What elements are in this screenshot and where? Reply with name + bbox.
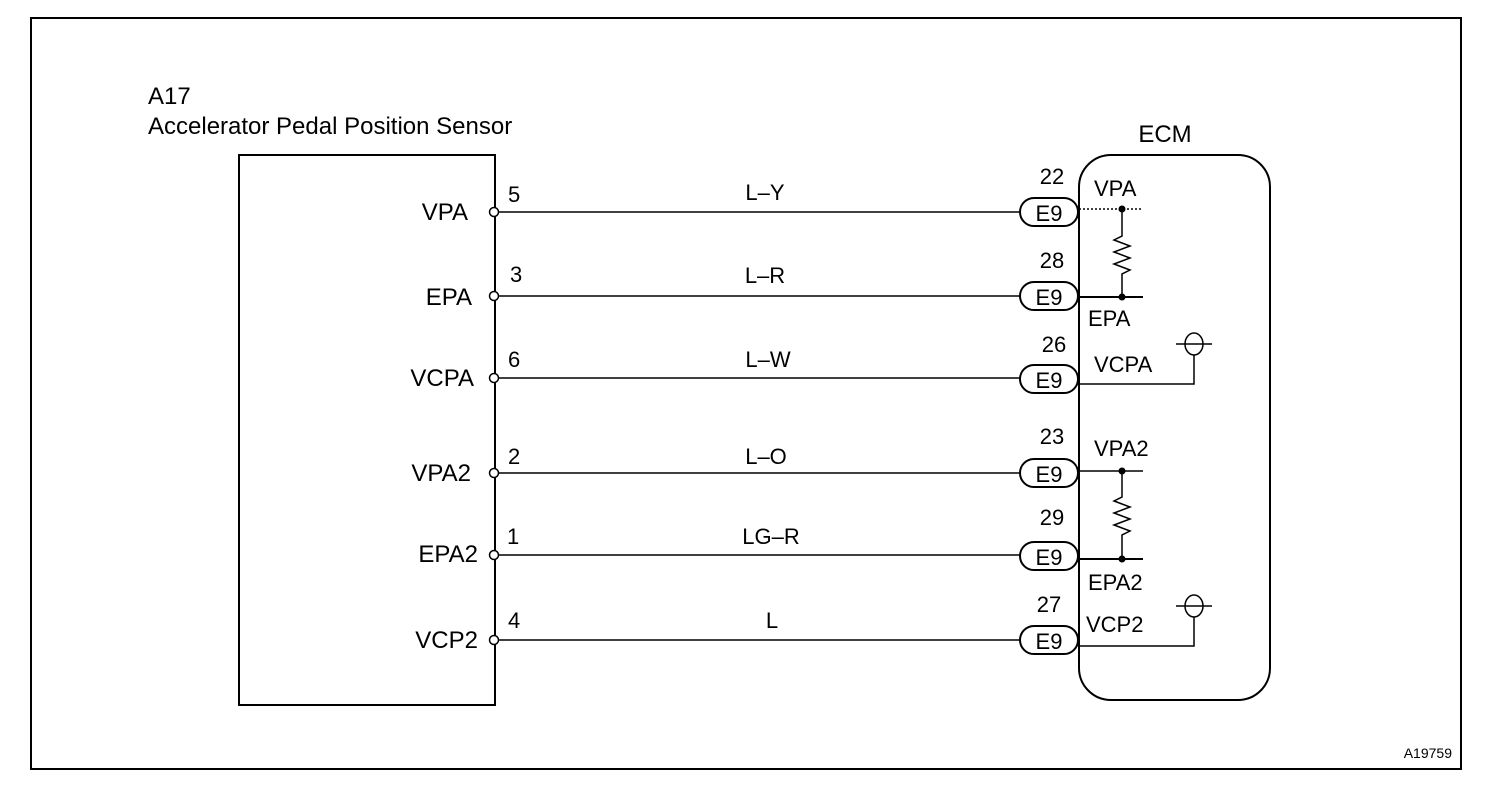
ecm-line: [1079, 352, 1195, 385]
terminal-icon: [488, 372, 500, 384]
ecm-vpa2-epa2-circuit: VPA2 EPA2: [1079, 436, 1149, 595]
wire-color: L–Y: [745, 180, 784, 205]
sensor-term-vpa: VPA: [422, 199, 468, 226]
sensor-term-vpa2: VPA2: [411, 460, 471, 487]
pin-number: 2: [508, 444, 520, 469]
wire-vpa: VPA 5 L–Y 22 E9: [422, 164, 1079, 227]
resistor-icon: [1111, 471, 1133, 559]
connector-icon: [1019, 364, 1079, 394]
connector-label: E9: [1036, 368, 1063, 393]
connector-label: E9: [1036, 201, 1063, 226]
terminal-icon: [488, 290, 500, 302]
connector-label: E9: [1036, 545, 1063, 570]
junction-dot: [1118, 293, 1126, 301]
connector-icon: [1019, 458, 1079, 488]
figure-id: A19759: [1404, 745, 1452, 761]
wire-epa2: EPA2 1 LG–R 29 E9: [418, 505, 1079, 571]
ecm-pin-number: 27: [1037, 592, 1061, 617]
ecm-box: [1078, 154, 1271, 701]
sensor-term-epa2: EPA2: [418, 541, 478, 568]
ecm-label: ECM: [1138, 121, 1191, 148]
wire-color: L–W: [745, 347, 790, 372]
connector-label: E9: [1036, 285, 1063, 310]
pin-number: 4: [508, 608, 520, 633]
ecm-term-epa2: EPA2: [1088, 570, 1143, 595]
connector-label: E9: [1036, 462, 1063, 487]
ecm-pin-number: 29: [1040, 505, 1064, 530]
terminal-icon: [488, 467, 500, 479]
ecm-term-vcp2: VCP2: [1086, 612, 1143, 637]
ecm-pin-number: 23: [1040, 424, 1064, 449]
sensor-box: [238, 154, 496, 706]
terminal-icon: [488, 634, 500, 646]
wire-color: L: [766, 608, 778, 633]
wire-vcp2: VCP2 4 L 27 E9: [415, 592, 1079, 655]
sensor-code: A17: [148, 83, 191, 110]
wire-color: L–R: [745, 263, 785, 288]
terminal-icon: [488, 549, 500, 561]
resistor-icon: [1111, 209, 1133, 297]
ecm-pin-number: 28: [1040, 248, 1064, 273]
wire-color: L–O: [745, 444, 787, 469]
connector-label: E9: [1036, 629, 1063, 654]
ecm-pin-number: 22: [1040, 164, 1064, 189]
sensor-term-epa: EPA: [426, 284, 472, 311]
connector-icon: [1019, 625, 1079, 655]
ecm-term-vcpa: VCPA: [1094, 352, 1153, 377]
pin-number: 1: [507, 524, 519, 549]
sensor-name: Accelerator Pedal Position Sensor: [148, 113, 512, 140]
wire-vpa2: VPA2 2 L–O 23 E9: [411, 424, 1079, 488]
ecm-line: [1079, 614, 1195, 647]
connector-icon: [1019, 281, 1079, 311]
ecm-vpa-epa-circuit: VPA EPA: [1079, 176, 1143, 331]
pin-number: 6: [508, 347, 520, 372]
connector-icon: [1019, 541, 1079, 571]
pin-number: 3: [510, 262, 522, 287]
pin-number: 5: [508, 182, 520, 207]
ecm-vcpa-circuit: VCPA: [1079, 332, 1212, 385]
connector-icon: [1019, 197, 1079, 227]
diagram-frame: [30, 17, 1462, 770]
wire-color: LG–R: [742, 524, 799, 549]
wire-vcpa: VCPA 6 L–W 26 E9: [410, 332, 1079, 394]
ecm-pin-number: 26: [1042, 332, 1066, 357]
ecm-vcp2-circuit: VCP2: [1079, 594, 1212, 647]
wire-epa: EPA 3 L–R 28 E9: [426, 248, 1079, 311]
ecm-term-epa: EPA: [1088, 306, 1131, 331]
sensor-term-vcpa: VCPA: [410, 365, 474, 392]
terminal-icon: [488, 206, 500, 218]
junction-dot: [1118, 555, 1126, 563]
sensor-term-vcp2: VCP2: [415, 627, 478, 654]
ecm-term-vpa2: VPA2: [1094, 436, 1149, 461]
ecm-term-vpa: VPA: [1094, 176, 1137, 201]
